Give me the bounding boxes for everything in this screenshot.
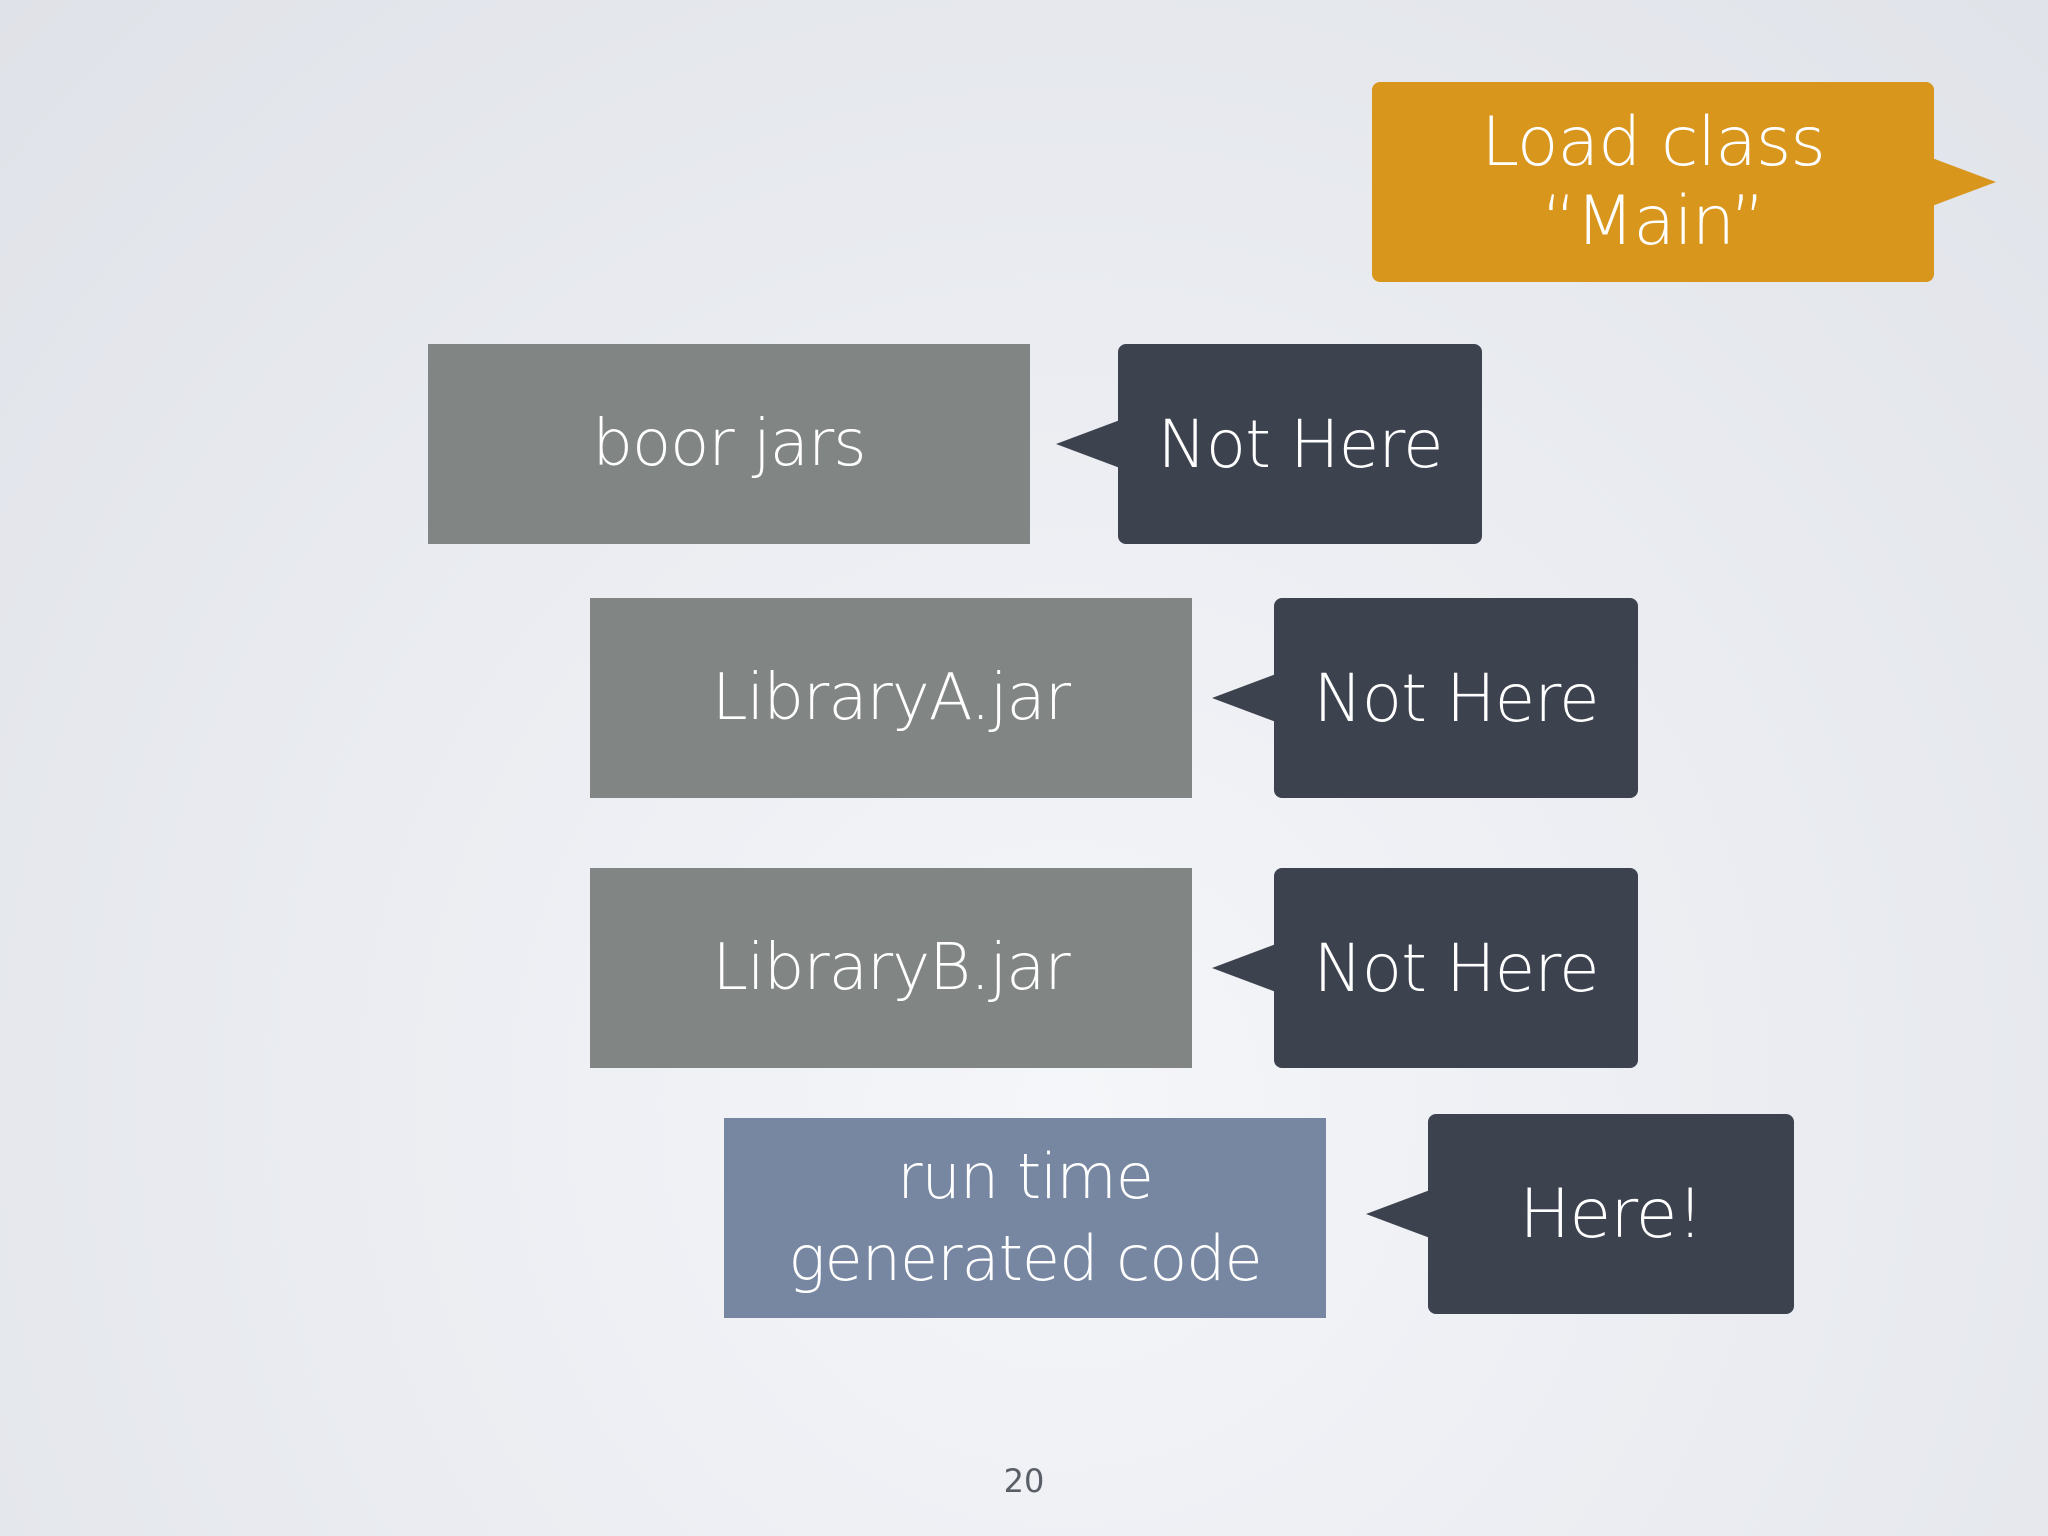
library-a-box: LibraryA.jar xyxy=(590,598,1192,798)
result-bubble-runtime-code: Here! xyxy=(1366,1114,1794,1314)
load-class-bubble: Load class “Main” xyxy=(1372,82,1996,282)
boot-jars-box: boor jars xyxy=(428,344,1030,544)
result-label: Not Here xyxy=(1157,405,1443,483)
runtime-code-box: run time generated code xyxy=(724,1118,1326,1318)
bubble-tail xyxy=(1212,944,1276,992)
result-label: Not Here xyxy=(1313,659,1599,737)
boot-jars-label: boor jars xyxy=(592,407,866,481)
result-bubble-library-a: Not Here xyxy=(1212,598,1638,798)
bubble-tail xyxy=(1366,1190,1430,1238)
bubble-tail xyxy=(1932,158,1996,206)
result-bubble-boot-jars: Not Here xyxy=(1056,344,1482,544)
result-label: Here! xyxy=(1519,1174,1704,1254)
result-label: Not Here xyxy=(1313,929,1599,1007)
bubble-tail xyxy=(1212,674,1276,722)
result-bubble-library-b: Not Here xyxy=(1212,868,1638,1068)
library-b-label: LibraryB.jar xyxy=(712,931,1070,1005)
load-class-label: Load class “Main” xyxy=(1481,103,1826,261)
library-a-label: LibraryA.jar xyxy=(711,661,1071,735)
page-number: 20 xyxy=(1003,1462,1045,1500)
library-b-box: LibraryB.jar xyxy=(590,868,1192,1068)
bubble-tail xyxy=(1056,420,1120,468)
runtime-code-label-line2: generated code xyxy=(788,1222,1262,1295)
runtime-code-label-line1: run time xyxy=(897,1140,1154,1213)
